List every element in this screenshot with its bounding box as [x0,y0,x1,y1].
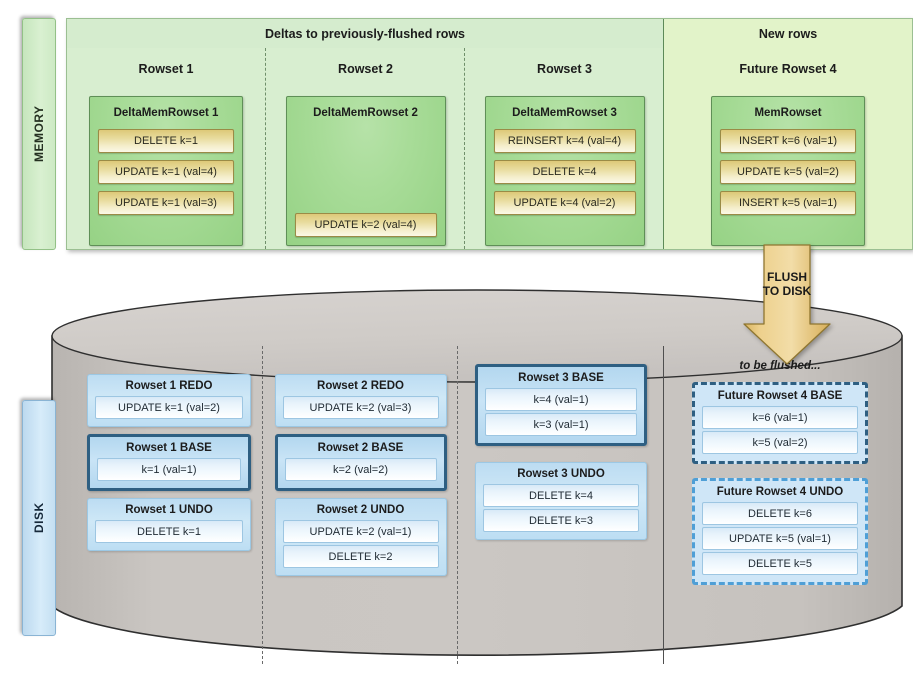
future-rowset-4-base-group: Future Rowset 4 BASE k=6 (val=1) k=5 (va… [692,382,868,464]
op-item[interactable]: UPDATE k=2 (val=4) [294,213,437,237]
disk-content: Rowset 1 REDO UPDATE k=1 (val=2) Rowset … [46,284,908,664]
deltamemrowset-3-title: DeltaMemRowset 3 [512,107,617,119]
group-title: Rowset 2 REDO [317,380,404,392]
memrowset-ops: INSERT k=6 (val=1) UPDATE k=5 (val=2) IN… [720,129,856,237]
future-rowset-4-undo-group: Future Rowset 4 UNDO DELETE k=6 UPDATE k… [692,478,868,585]
group-rows: DELETE k=1 [88,520,250,550]
memory-column-rowset-1: Rowset 1 DeltaMemRowset 1 DELETE k=1 UPD… [67,48,265,249]
op-item[interactable]: UPDATE k=5 (val=2) [720,160,856,184]
group-rows: k=6 (val=1) k=5 (val=2) [695,406,865,461]
row-item[interactable]: k=1 (val=1) [97,458,241,481]
row-item[interactable]: DELETE k=2 [282,545,439,568]
memory-rail-text: MEMORY [32,105,46,163]
deltamemrowset-1-ops: DELETE k=1 UPDATE k=1 (val=4) UPDATE k=1… [98,129,234,237]
deltamemrowset-2-ops: UPDATE k=2 (val=4) [294,129,437,237]
disk-rail-label: DISK [22,400,56,636]
memory-column-rowset-2: Rowset 2 DeltaMemRowset 2 UPDATE k=2 (va… [265,48,465,249]
down-arrow-icon [743,244,831,365]
memory-column-future-rowset-4: Future Rowset 4 MemRowset INSERT k=6 (va… [663,48,912,249]
group-rows: k=1 (val=1) [90,458,248,488]
flush-arrow-label: FLUSH TO DISK [742,270,832,298]
op-item[interactable]: INSERT k=6 (val=1) [720,129,856,153]
flush-label-line-1: FLUSH [767,270,807,284]
memory-column-title: Future Rowset 4 [739,62,837,76]
rowset-3-undo-group: Rowset 3 UNDO DELETE k=4 DELETE k=3 [475,462,647,540]
group-title: Rowset 3 BASE [518,372,604,384]
group-title: Future Rowset 4 UNDO [716,486,844,498]
op-item[interactable]: DELETE k=1 [98,129,234,153]
memory-column-rowset-3: Rowset 3 DeltaMemRowset 3 REINSERT k=4 (… [464,48,664,249]
disk-column-rowset-1: Rowset 1 REDO UPDATE k=1 (val=2) Rowset … [76,346,262,664]
memrowset-box: MemRowset INSERT k=6 (val=1) UPDATE k=5 … [711,96,865,246]
memory-column-title: Rowset 1 [138,62,194,76]
group-title: Rowset 1 BASE [126,442,212,454]
op-item[interactable]: REINSERT k=4 (val=4) [493,129,636,153]
deltamemrowset-3-ops: REINSERT k=4 (val=4) DELETE k=4 UPDATE k… [493,129,636,237]
deltamemrowset-3-box: DeltaMemRowset 3 REINSERT k=4 (val=4) DE… [484,96,645,246]
group-title: Future Rowset 4 BASE [717,390,843,402]
op-item[interactable]: INSERT k=5 (val=1) [720,191,856,215]
flush-label-line-2: TO DISK [762,284,812,298]
op-item[interactable]: DELETE k=4 [493,160,636,184]
rowset-1-undo-group: Rowset 1 UNDO DELETE k=1 [87,498,251,551]
rowset-2-base-group: Rowset 2 BASE k=2 (val=2) [274,434,447,491]
row-item[interactable]: k=3 (val=1) [485,413,637,436]
rowset-2-redo-group: Rowset 2 REDO UPDATE k=2 (val=3) [274,374,447,427]
group-rows: DELETE k=6 UPDATE k=5 (val=1) DELETE k=5 [695,502,865,582]
op-item[interactable]: UPDATE k=1 (val=4) [98,160,234,184]
row-item[interactable]: UPDATE k=2 (val=3) [282,396,439,419]
row-item[interactable]: k=2 (val=2) [284,458,437,481]
deltamemrowset-1-box: DeltaMemRowset 1 DELETE k=1 UPDATE k=1 (… [89,96,243,246]
deltamemrowset-2-box: DeltaMemRowset 2 UPDATE k=2 (val=4) [285,96,446,246]
group-rows: UPDATE k=2 (val=1) DELETE k=2 [276,520,446,575]
memory-column-title: Rowset 3 [537,62,592,76]
rowset-2-undo-group: Rowset 2 UNDO UPDATE k=2 (val=1) DELETE … [274,498,447,576]
row-item[interactable]: k=4 (val=1) [485,388,637,411]
op-item[interactable]: UPDATE k=1 (val=3) [98,191,234,215]
group-rows: k=2 (val=2) [278,458,444,488]
row-item[interactable]: DELETE k=1 [95,520,243,543]
deltamemrowset-1-title: DeltaMemRowset 1 [113,107,219,119]
disk-column-future-rowset-4: to be flushed... Future Rowset 4 BASE k=… [663,346,896,664]
row-item[interactable]: UPDATE k=2 (val=1) [282,520,439,543]
rowset-1-redo-group: Rowset 1 REDO UPDATE k=1 (val=2) [87,374,251,427]
rowset-3-base-group: Rowset 3 BASE k=4 (val=1) k=3 (val=1) [475,364,647,446]
op-item[interactable]: UPDATE k=4 (val=2) [493,191,636,215]
memory-rail-label: MEMORY [22,18,56,250]
memory-header-new-rows-text: New rows [758,26,818,41]
row-item[interactable]: k=5 (val=2) [702,431,858,454]
deltamemrowset-2-title: DeltaMemRowset 2 [313,107,418,119]
group-title: Rowset 2 UNDO [316,504,405,516]
row-item[interactable]: DELETE k=5 [702,552,858,575]
disk-rail-text: DISK [32,502,46,534]
memory-header-deltas: Deltas to previously-flushed rows [67,19,663,49]
row-item[interactable]: k=6 (val=1) [702,406,858,429]
memory-column-title: Rowset 2 [338,62,393,76]
memory-panel: Deltas to previously-flushed rows New ro… [66,18,913,250]
memory-header-new-rows: New rows [663,19,912,49]
row-item[interactable]: UPDATE k=1 (val=2) [95,396,243,419]
row-item[interactable]: DELETE k=4 [483,484,639,507]
row-item[interactable]: DELETE k=6 [702,502,858,525]
group-rows: k=4 (val=1) k=3 (val=1) [478,388,644,443]
disk-column-rowset-2: Rowset 2 REDO UPDATE k=2 (val=3) Rowset … [262,346,458,664]
to-be-flushed-note: to be flushed... [739,360,821,372]
group-title: Rowset 1 REDO [125,380,213,392]
group-rows: UPDATE k=2 (val=3) [276,396,446,426]
group-title: Rowset 1 UNDO [125,504,213,516]
memrowset-title: MemRowset [754,107,822,119]
rowset-1-base-group: Rowset 1 BASE k=1 (val=1) [87,434,251,491]
group-rows: UPDATE k=1 (val=2) [88,396,250,426]
row-item[interactable]: DELETE k=3 [483,509,639,532]
group-rows: DELETE k=4 DELETE k=3 [476,484,646,539]
flush-to-disk-arrow: FLUSH TO DISK [742,244,832,366]
memory-header-deltas-text: Deltas to previously-flushed rows [264,26,466,41]
group-title: Rowset 3 UNDO [517,468,605,480]
group-title: Rowset 2 BASE [317,442,404,454]
row-item[interactable]: UPDATE k=5 (val=1) [702,527,858,550]
disk-column-rowset-3: Rowset 3 BASE k=4 (val=1) k=3 (val=1) Ro… [457,346,664,664]
